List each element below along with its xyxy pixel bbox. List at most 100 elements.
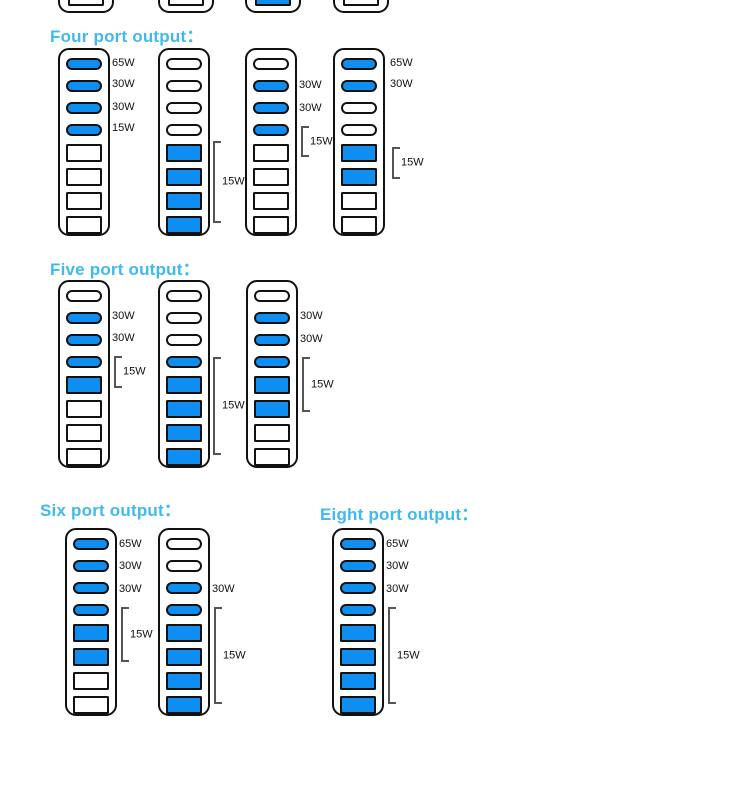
port-rect-inactive [66,424,102,442]
port-oval-inactive [166,560,202,572]
bracket-tick-top [302,357,310,359]
bracket-spine [121,607,123,662]
bracket-watt-label: 15W [401,156,424,169]
bracket-group-label: 15W [301,126,333,157]
bracket-tick-bottom [301,155,309,157]
watt-label: 30W [112,332,135,344]
port-oval-active [166,582,202,594]
device-four-port-device-4 [333,48,385,236]
port-rect-inactive [253,168,289,186]
port-rect-active [166,696,202,714]
bracket-tick-top [301,126,309,128]
clipped-device-1 [58,0,114,13]
bracket-group-label: 15W [114,356,146,388]
port-rect-inactive [66,144,102,162]
port-oval-active [341,80,377,92]
port-oval-active [73,560,109,572]
port-stack [247,0,299,11]
bracket-group-label: 15W [121,607,153,662]
bracket-tick-bottom [388,702,396,704]
bracket-tick-top [213,141,221,143]
port-oval-active [253,124,289,136]
port-rect-active [255,0,291,6]
bracket-tick-bottom [302,410,310,412]
port-oval-active [340,538,376,550]
bracket-spine [213,141,215,223]
port-oval-active [341,58,377,70]
bracket-spine [302,357,304,412]
bracket-tick-bottom [392,177,400,179]
port-rect-inactive [254,424,290,442]
port-rect-active [166,144,202,162]
port-rect-inactive [66,192,102,210]
bracket-tick-top [214,607,222,609]
port-rect-inactive [66,168,102,186]
port-oval-active [340,604,376,616]
watt-label: 65W [119,538,142,550]
port-stack [160,0,212,11]
port-oval-active [66,102,102,114]
device-eight-port-device-1 [332,528,384,716]
port-oval-active [253,102,289,114]
watt-label: 30W [299,79,322,91]
watt-label: 65W [386,538,409,550]
port-stack [335,50,383,234]
watt-label: 30W [390,78,413,90]
port-rect-inactive [343,0,379,6]
bracket-spine [114,356,116,388]
clipped-device-3 [245,0,301,13]
bracket-spine [214,607,216,704]
port-stack [334,530,382,714]
bracket-watt-label: 15W [397,649,420,661]
device-five-port-device-3 [246,280,298,468]
port-stack [335,0,387,11]
port-oval-active [340,560,376,572]
port-stack [60,0,112,11]
port-oval-active [66,334,102,346]
watt-label: 30W [300,310,323,322]
device-five-port-device-1 [58,280,110,468]
port-rect-active [340,648,376,666]
port-oval-inactive [166,312,202,324]
port-stack [248,282,296,466]
port-oval-inactive [66,290,102,302]
bracket-tick-bottom [213,221,221,223]
port-oval-active [73,582,109,594]
port-oval-inactive [166,334,202,346]
port-rect-inactive [68,0,104,6]
port-oval-inactive [341,124,377,136]
port-rect-active [254,376,290,394]
port-rect-inactive [253,144,289,162]
port-oval-active [66,80,102,92]
port-oval-active [73,538,109,550]
port-rect-active [166,168,202,186]
port-oval-active [166,356,202,368]
port-rect-active [166,192,202,210]
section-heading-five-port: Five port output： [50,260,200,279]
bracket-tick-top [392,147,400,149]
watt-label: 15W [112,122,135,134]
bracket-tick-top [213,357,221,359]
port-oval-active [254,334,290,346]
bracket-spine [213,357,215,455]
port-rect-active [166,448,202,466]
clipped-device-2 [158,0,214,13]
port-rect-active [166,376,202,394]
port-rect-active [166,424,202,442]
bracket-group-label: 15W [392,147,424,179]
port-rect-inactive [73,672,109,690]
device-four-port-device-3 [245,48,297,236]
bracket-watt-label: 15W [123,365,146,378]
device-six-port-device-1 [65,528,117,716]
port-stack [60,50,108,234]
bracket-watt-label: 15W [223,649,246,661]
bracket-tick-bottom [214,702,222,704]
port-oval-inactive [341,102,377,114]
watt-label: 30W [112,310,135,322]
port-rect-inactive [66,448,102,466]
device-four-port-device-2 [158,48,210,236]
clipped-device-4 [333,0,389,13]
port-stack [160,530,208,714]
bracket-tick-top [114,356,122,358]
watt-label: 30W [112,101,135,113]
